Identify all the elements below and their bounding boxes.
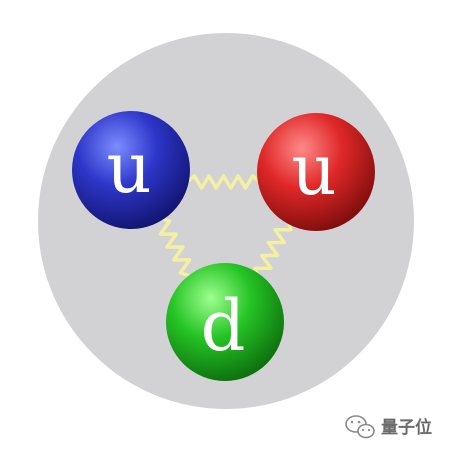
quark-label-down-green: d	[201, 285, 246, 367]
quark-label-up-blue: u	[106, 127, 151, 209]
quark-sphere-green	[166, 263, 284, 381]
gluon-spring-right	[253, 218, 293, 280]
wechat-logo-icon	[345, 415, 375, 439]
gluon-spring-top	[185, 174, 262, 190]
quark-up-red: u	[257, 113, 375, 231]
quark-sphere-red	[257, 113, 375, 231]
watermark-text: 量子位	[381, 417, 432, 438]
quark-sphere-blue	[72, 111, 190, 229]
quark-up-blue: u	[72, 111, 190, 229]
quark-label-up-red: u	[291, 129, 336, 211]
quark-down-green: d	[166, 263, 284, 381]
gluon-spring-left	[158, 216, 192, 278]
watermark: 量子位	[345, 415, 432, 439]
